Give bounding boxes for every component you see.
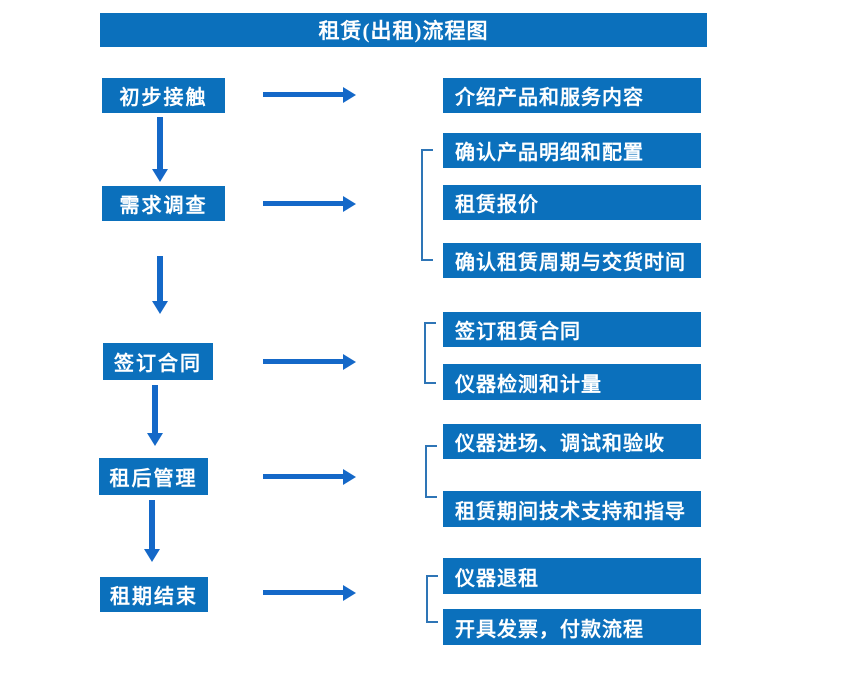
group-bracket-demand-survey xyxy=(421,149,433,261)
right-arrowhead-icon xyxy=(343,195,356,212)
group-bracket-post-rental xyxy=(425,445,437,498)
group-bracket-sign-contract xyxy=(424,322,436,384)
output-box-introduce-products: 介绍产品和服务内容 xyxy=(443,78,701,113)
down-arrowhead-icon xyxy=(152,169,168,182)
output-box-instrument-testing: 仪器检测和计量 xyxy=(443,364,701,400)
stage-box-rental-end: 租期结束 xyxy=(100,577,208,612)
right-arrow-1-icon xyxy=(263,86,356,103)
down-arrow-3-icon xyxy=(147,385,163,446)
right-arrow-2-icon xyxy=(263,195,356,212)
down-arrow-2-icon xyxy=(152,256,168,314)
down-arrowhead-icon xyxy=(147,433,163,446)
right-arrow-3-icon xyxy=(263,353,356,370)
right-arrow-5-icon xyxy=(263,584,356,601)
down-arrowhead-icon xyxy=(152,301,168,314)
right-arrowhead-icon xyxy=(343,584,356,601)
stage-box-demand-survey: 需求调查 xyxy=(102,186,225,221)
right-arrowhead-icon xyxy=(343,86,356,103)
down-arrow-1-icon xyxy=(152,117,168,182)
group-bracket-rental-end xyxy=(426,575,438,623)
stage-box-initial-contact: 初步接触 xyxy=(102,78,225,113)
right-arrowhead-icon xyxy=(343,468,356,485)
output-box-instrument-entry-acceptance: 仪器进场、调试和验收 xyxy=(443,424,701,459)
stage-box-sign-contract: 签订合同 xyxy=(103,343,213,380)
output-box-technical-support: 租赁期间技术支持和指导 xyxy=(443,491,701,527)
down-arrow-4-icon xyxy=(144,500,160,562)
right-arrowhead-icon xyxy=(343,353,356,370)
output-box-confirm-rental-period: 确认租赁周期与交货时间 xyxy=(443,243,701,278)
output-box-confirm-product-details: 确认产品明细和配置 xyxy=(443,133,701,168)
output-box-invoice-payment: 开具发票，付款流程 xyxy=(443,609,701,645)
flowchart-title: 租赁(出租)流程图 xyxy=(100,13,707,47)
output-box-instrument-return: 仪器退租 xyxy=(443,558,701,594)
stage-box-post-rental-management: 租后管理 xyxy=(99,458,208,495)
output-box-rental-quotation: 租赁报价 xyxy=(443,185,701,220)
right-arrow-4-icon xyxy=(263,468,356,485)
output-box-sign-rental-contract: 签订租赁合同 xyxy=(443,312,701,347)
down-arrowhead-icon xyxy=(144,549,160,562)
